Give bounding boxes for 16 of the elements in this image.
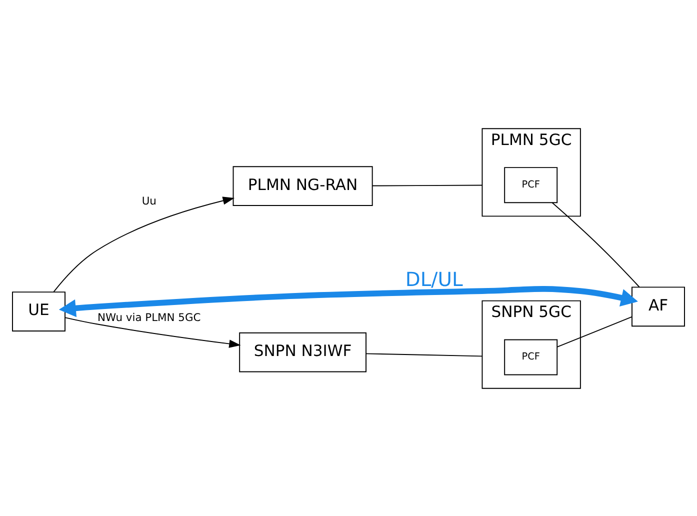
node-box: PCF bbox=[504, 338, 558, 375]
node-box: PCF bbox=[504, 166, 558, 203]
edge-label: Uu bbox=[142, 194, 156, 207]
arrow bbox=[64, 316, 241, 348]
arrow bbox=[58, 286, 638, 317]
connector bbox=[552, 202, 640, 287]
edge-label: DL/UL bbox=[405, 268, 463, 291]
node-box: PLMN NG-RAN bbox=[232, 166, 373, 206]
node-box: AF bbox=[632, 286, 685, 326]
connector bbox=[372, 184, 483, 186]
arrow bbox=[53, 196, 235, 292]
node-box: SNPN N3IWF bbox=[239, 332, 366, 372]
connector bbox=[556, 316, 632, 347]
connector bbox=[366, 352, 483, 356]
edge-label: NWu via PLMN 5GC bbox=[98, 310, 201, 324]
node-box: UE bbox=[12, 291, 66, 331]
